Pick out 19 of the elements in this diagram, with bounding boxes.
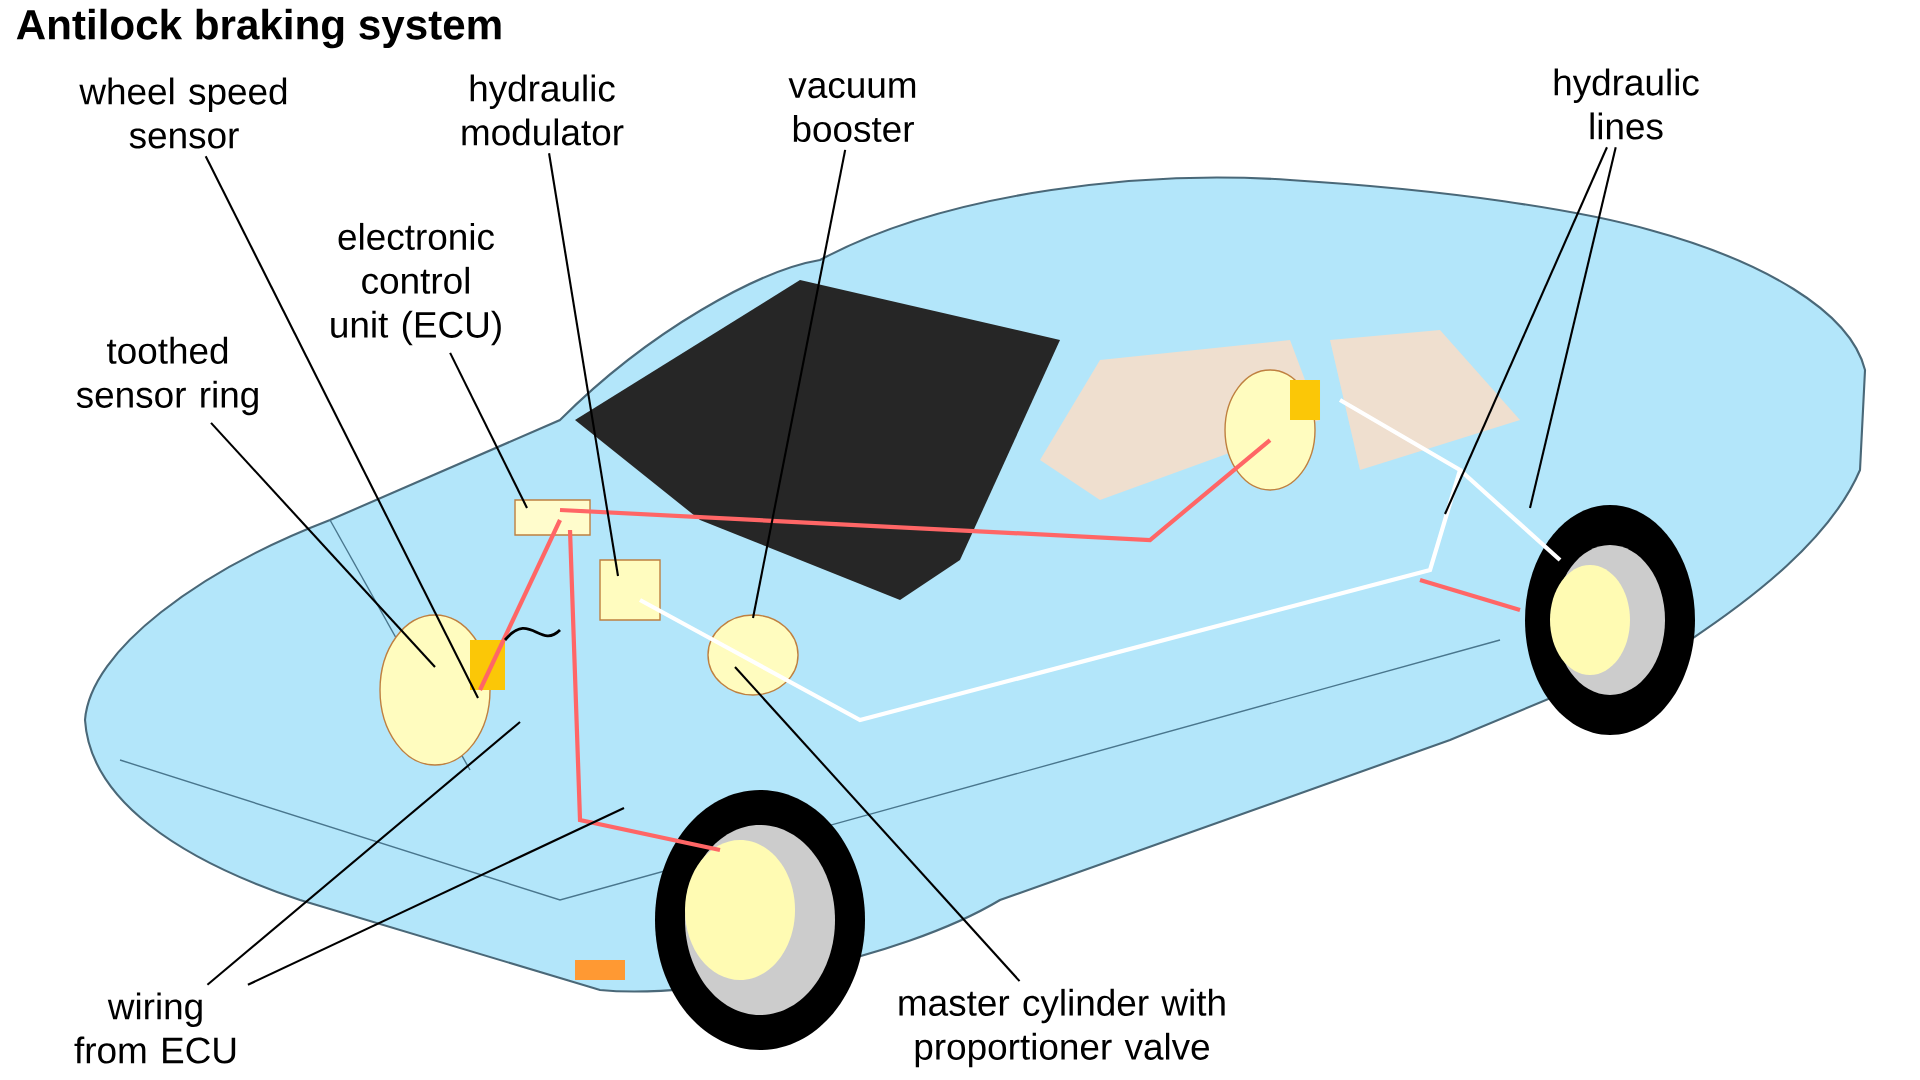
part-label: master cylinder with proportioner valve: [899, 988, 1225, 1068]
leader-line: [247, 807, 625, 986]
part-label: electronic control unit (ECU): [331, 222, 501, 346]
leader-line: [204, 155, 479, 699]
leader-line: [1529, 147, 1617, 509]
part-label: hydraulic modulator: [462, 74, 624, 146]
leader-line: [210, 422, 436, 668]
part-label: toothed sensor ring: [76, 336, 258, 416]
part-label: hydraulic lines: [1554, 68, 1699, 140]
leader-line: [449, 352, 528, 509]
part-label: wiring from ECU: [74, 992, 236, 1064]
part-label: vacuum booster: [788, 77, 916, 143]
leader-line: [206, 721, 521, 986]
leader-line: [1444, 146, 1608, 515]
leader-line: [548, 153, 620, 577]
part-label: wheel speed sensor: [79, 77, 287, 149]
leader-line: [751, 149, 847, 619]
title: Antilock braking system: [16, 8, 501, 49]
leader-line: [734, 666, 1021, 982]
